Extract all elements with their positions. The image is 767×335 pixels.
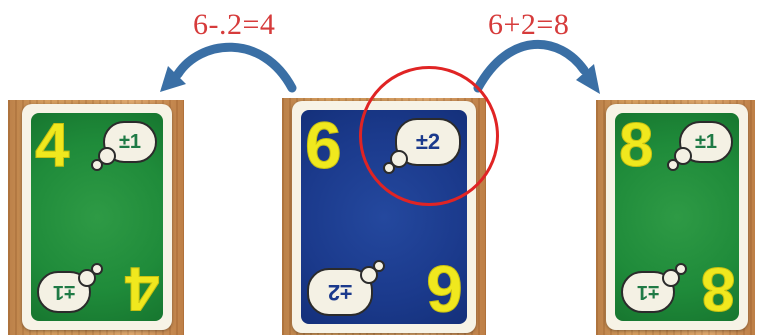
modifier-cloud-icon: ±1 xyxy=(103,121,157,163)
modifier-label: ±1 xyxy=(695,131,717,154)
card-green-four: 4 ±1 4 ±1 xyxy=(22,104,172,330)
card-number-top: 6 xyxy=(305,112,342,178)
modifier-cloud-icon: ±1 xyxy=(37,271,91,313)
card-face: 4 ±1 4 ±1 xyxy=(31,113,163,321)
card-number-top: 8 xyxy=(619,115,653,177)
card-photo-left: 4 ±1 4 ±1 xyxy=(8,100,184,335)
card-number-top: 4 xyxy=(35,115,69,177)
card-photo-right: 8 ±1 8 ±1 xyxy=(596,100,755,335)
card-green-eight: 8 ±1 8 ±1 xyxy=(606,104,748,330)
card-face: 8 ±1 8 ±1 xyxy=(615,113,739,321)
modifier-cloud-icon: ±2 xyxy=(307,268,373,316)
modifier-label: ±1 xyxy=(53,281,75,304)
equation-left: 6-.2=4 xyxy=(193,8,275,42)
modifier-label: ±2 xyxy=(416,129,440,155)
curved-arrow-right-head-icon xyxy=(576,64,600,94)
curved-arrow-right-icon xyxy=(478,44,584,88)
curved-arrow-left-head-icon xyxy=(160,66,186,92)
modifier-cloud-icon: ±1 xyxy=(621,271,675,313)
modifier-label: ±1 xyxy=(119,131,141,154)
modifier-label: ±2 xyxy=(328,279,352,305)
modifier-label: ±1 xyxy=(637,281,659,304)
card-number-bottom: 4 xyxy=(125,257,159,319)
card-number-bottom: 8 xyxy=(701,257,735,319)
curved-arrow-left-icon xyxy=(178,47,292,88)
modifier-cloud-icon: ±1 xyxy=(679,121,733,163)
card-number-bottom: 6 xyxy=(426,256,463,322)
equation-right: 6+2=8 xyxy=(488,8,569,42)
